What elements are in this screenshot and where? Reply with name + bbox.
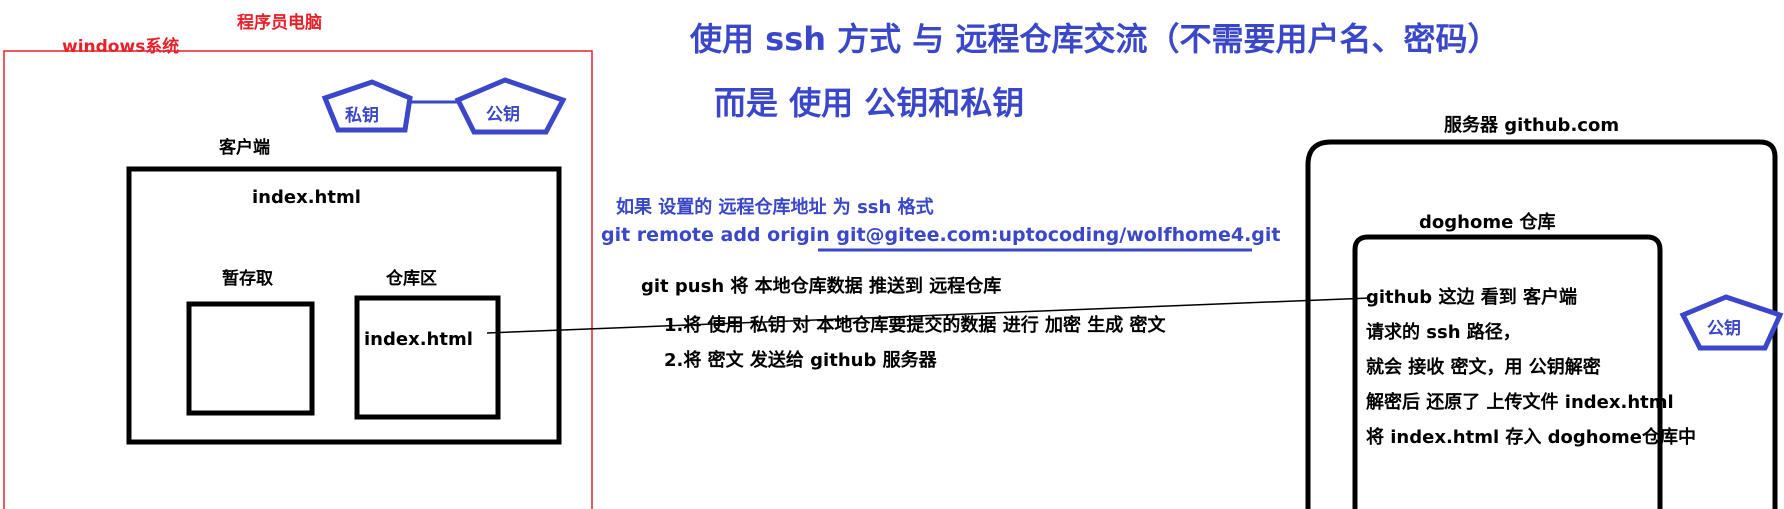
server-text-3: 就会 接收 密文，用 公钥解密 bbox=[1366, 357, 1601, 378]
private-key-label: 私钥 bbox=[345, 106, 379, 126]
staging-label: 暂存取 bbox=[222, 269, 273, 289]
repo-file-label: index.html bbox=[364, 329, 473, 350]
server-text-1: github 这边 看到 客户端 bbox=[1366, 287, 1577, 308]
windows-frame bbox=[3, 50, 593, 509]
remote-command-prefix: git remote add origin bbox=[601, 224, 837, 246]
programmer-pc-label: 程序员电脑 bbox=[237, 13, 322, 33]
step-1: 1.将 使用 私钥 对 本地仓库要提交的数据 进行 加密 生成 密文 bbox=[664, 315, 1166, 336]
windows-system-label: windows系统 bbox=[62, 37, 180, 57]
remote-command: git remote add origin git@gitee.com:upto… bbox=[601, 224, 1280, 246]
client-label: 客户端 bbox=[219, 138, 270, 158]
server-public-key-shape bbox=[1679, 294, 1784, 351]
push-line: git push 将 本地仓库数据 推送到 远程仓库 bbox=[641, 276, 1002, 297]
client-box bbox=[126, 166, 562, 445]
server-repo-label: doghome 仓库 bbox=[1419, 212, 1556, 233]
server-frame bbox=[1305, 139, 1778, 509]
public-key-shape bbox=[454, 77, 567, 135]
staging-box bbox=[186, 301, 315, 416]
server-repo-frame bbox=[1352, 234, 1663, 509]
client-file-label: index.html bbox=[252, 187, 361, 208]
remote-url: git@gitee.com:uptocoding/wolfhome4.git bbox=[836, 224, 1281, 246]
public-key-label: 公钥 bbox=[486, 105, 520, 125]
push-arrow bbox=[486, 297, 1371, 334]
step-2: 2.将 密文 发送给 github 服务器 bbox=[664, 350, 937, 371]
server-public-key-label: 公钥 bbox=[1707, 319, 1741, 339]
server-label: 服务器 github.com bbox=[1444, 115, 1620, 136]
title-line-1: 使用 ssh 方式 与 远程仓库交流（不需要用户名、密码） bbox=[690, 20, 1500, 58]
repo-area-label: 仓库区 bbox=[386, 269, 437, 289]
ssh-hint: 如果 设置的 远程仓库地址 为 ssh 格式 bbox=[616, 197, 934, 218]
repo-box bbox=[354, 295, 501, 420]
private-key-shape bbox=[321, 79, 413, 133]
server-text-4: 解密后 还原了 上传文件 index.html bbox=[1366, 392, 1674, 413]
title-line-2: 而是 使用 公钥和私钥 bbox=[714, 84, 1025, 122]
server-text-5: 将 index.html 存入 doghome仓库中 bbox=[1366, 427, 1696, 448]
server-text-2: 请求的 ssh 路径， bbox=[1366, 322, 1521, 343]
